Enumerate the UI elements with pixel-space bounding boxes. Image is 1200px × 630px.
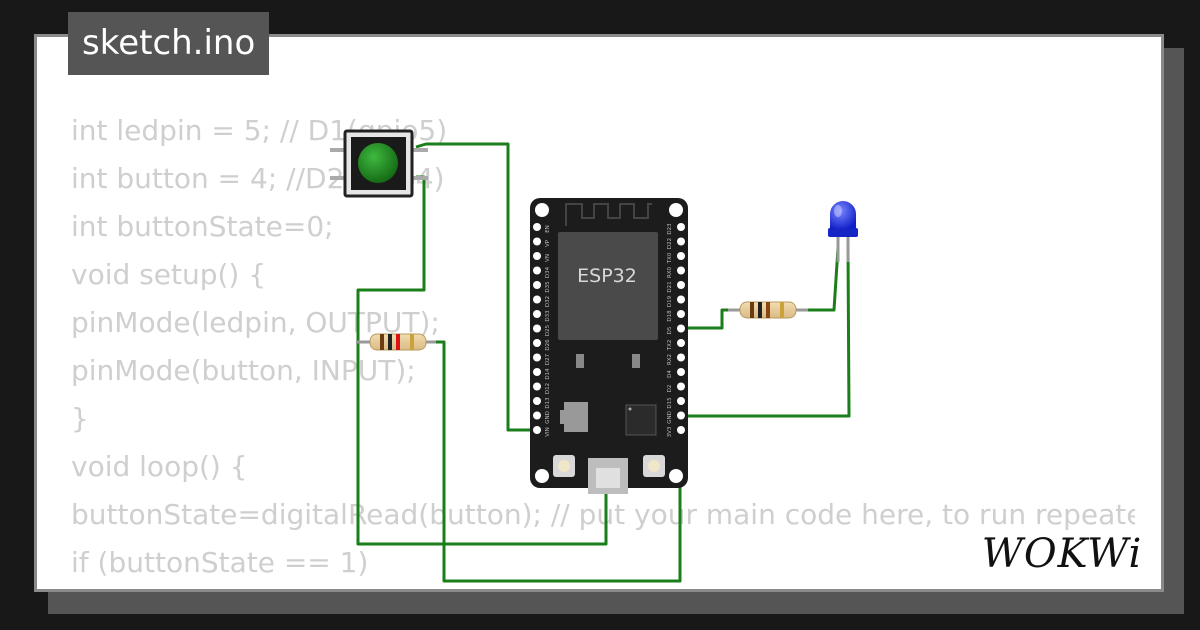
pin-label: 3V3	[667, 426, 673, 437]
pin-label: D33	[545, 310, 551, 322]
code-line: int buttonState=0;	[71, 210, 334, 243]
wokwi-logo: WOKWi	[982, 531, 1143, 577]
wire-resistor-to-led[interactable]	[795, 247, 840, 312]
pin-label: D26	[545, 339, 551, 351]
pin-label: D34	[545, 266, 551, 278]
pin-label: RX2	[667, 354, 673, 365]
wire-d5-to-resistor[interactable]	[680, 308, 740, 330]
pin-label: VP	[545, 239, 551, 247]
pin-label: D4	[667, 370, 673, 378]
pin-label: D5	[667, 326, 673, 334]
pin-label: D14	[545, 368, 551, 380]
pin-label: RX0	[667, 266, 673, 278]
pin-label: D13	[545, 397, 551, 409]
pin-label: D32	[545, 296, 551, 307]
resistor-led[interactable]	[728, 301, 808, 319]
code-line: void loop() {	[71, 450, 248, 483]
led-blue[interactable]	[828, 201, 858, 262]
left-pin-header	[533, 223, 541, 434]
pin-label: VN	[545, 254, 551, 262]
right-pin-header	[677, 223, 685, 434]
right-pin-labels: D23 D22 TX0 RX0 D21 D19 D18 D5 TX2 RX2 D…	[667, 223, 673, 438]
resistor-pulldown[interactable]	[356, 333, 436, 351]
pin-label: D15	[667, 397, 673, 409]
wire-led-to-gnd[interactable]	[680, 247, 851, 418]
esp32-board[interactable]: ESP32 E	[530, 198, 688, 494]
pin-label: D25	[545, 324, 551, 336]
pin-label: D35	[545, 281, 551, 293]
button-cap[interactable]	[358, 143, 398, 183]
pin-label: D12	[545, 383, 551, 394]
logo-text: WOKWi	[982, 531, 1143, 577]
push-button[interactable]	[330, 129, 428, 198]
pin-label: D19	[667, 295, 673, 307]
pin-label: D27	[545, 353, 551, 365]
pin-label: D22	[667, 238, 673, 249]
chip-label: ESP32	[577, 265, 637, 287]
code-line: if (buttonState == 1)	[71, 546, 369, 579]
pin-label: VIN	[545, 427, 551, 437]
pin-label: GND	[545, 411, 551, 424]
pin-label: TX0	[667, 252, 673, 264]
file-tab[interactable]: sketch.ino	[68, 12, 270, 75]
pin-label: D23	[667, 223, 673, 235]
pin-label: EN	[545, 225, 551, 233]
code-line: buttonState=digitalRead(button); // put …	[71, 498, 1135, 531]
code-line: }	[71, 402, 89, 435]
pin-label: GND	[667, 411, 673, 424]
pin-label: D18	[667, 310, 673, 322]
left-pin-labels: EN VP VN D34 D35 D32 D33 D25 D26 D27 D14…	[545, 225, 551, 437]
wire-button-to-vin[interactable]	[415, 142, 536, 432]
pin-label: D2	[667, 385, 673, 393]
code-line: void setup() {	[71, 258, 267, 291]
wire-resistor-to-gnd[interactable]	[430, 340, 682, 583]
pin-label: D21	[667, 281, 673, 292]
pin-label: TX2	[667, 340, 673, 352]
